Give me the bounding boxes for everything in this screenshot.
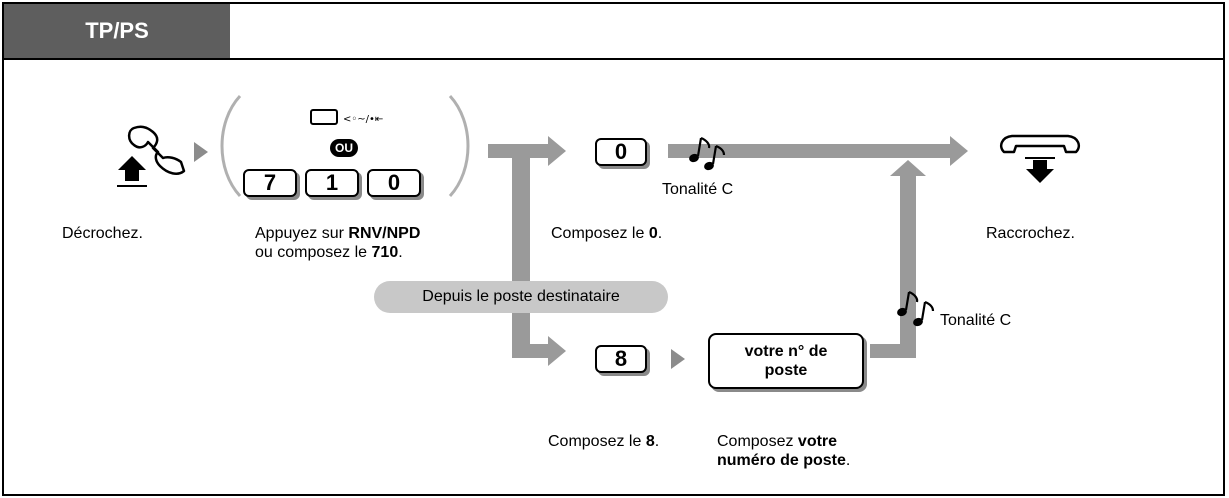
- tone-label-dial0: Tonalité C: [662, 181, 734, 198]
- ext-suffix: .: [845, 452, 851, 469]
- dial8-suffix: .: [654, 433, 660, 450]
- dial-key-8-step: 8: [595, 345, 647, 373]
- offhook-label: Décrochez.: [62, 225, 143, 242]
- press-key-name: RNV/NPD: [348, 225, 421, 242]
- music-note-icon: [897, 290, 935, 327]
- press-code: 710: [371, 244, 399, 261]
- ext-bold2: numéro de poste: [717, 452, 846, 469]
- arrow-icon: [194, 142, 208, 162]
- ext-label: Composez votre numéro de poste.: [717, 432, 850, 470]
- press-prefix: Appuyez sur: [255, 225, 349, 242]
- onhook-label: Raccrochez.: [986, 225, 1075, 242]
- dial0-suffix: .: [657, 225, 663, 242]
- header-divider: [4, 58, 1223, 60]
- from-station-pill: Depuis le poste destinataire: [374, 281, 668, 313]
- press-line2: ou composez le: [255, 244, 372, 261]
- dial0-digit: 0: [648, 225, 658, 242]
- fwd-button-icon: <◦~/•⇤: [310, 109, 383, 125]
- dial-key-1: 1: [305, 169, 359, 197]
- press-label: Appuyez sur RNV/NPD ou composez le 710.: [255, 224, 420, 262]
- dial0-prefix: Composez le: [551, 225, 649, 242]
- handset-offhook-icon: [117, 125, 186, 187]
- dial-key-0-step: 0: [595, 138, 647, 166]
- left-paren: [220, 94, 242, 198]
- dial0-label: Composez le 0.: [551, 224, 662, 243]
- arrow-icon: [671, 349, 685, 369]
- flow-lines: [488, 136, 968, 366]
- tab-label: TP/PS: [85, 18, 149, 43]
- dial-key-0: 0: [367, 169, 421, 197]
- svg-text:<◦~/•⇤: <◦~/•⇤: [343, 114, 383, 125]
- music-note-icon: [689, 136, 726, 171]
- extension-number-box: votre n° de poste: [708, 333, 864, 389]
- extension-box-line1: votre n° de: [744, 343, 828, 360]
- handset-onhook-icon: [1000, 134, 1080, 183]
- ext-prefix: Composez: [717, 433, 798, 450]
- dial8-label: Composez le 8.: [548, 432, 659, 451]
- ext-bold1: votre: [797, 433, 838, 450]
- dial8-prefix: Composez le: [548, 433, 646, 450]
- right-paren: [448, 94, 470, 198]
- header-tab: TP/PS: [4, 4, 230, 58]
- dial8-digit: 8: [645, 433, 655, 450]
- tone-label-ext: Tonalité C: [940, 312, 1012, 329]
- or-badge: OU: [330, 139, 358, 157]
- dial-key-7: 7: [243, 169, 297, 197]
- press-suffix: .: [398, 244, 403, 261]
- extension-box-line2: poste: [764, 362, 808, 379]
